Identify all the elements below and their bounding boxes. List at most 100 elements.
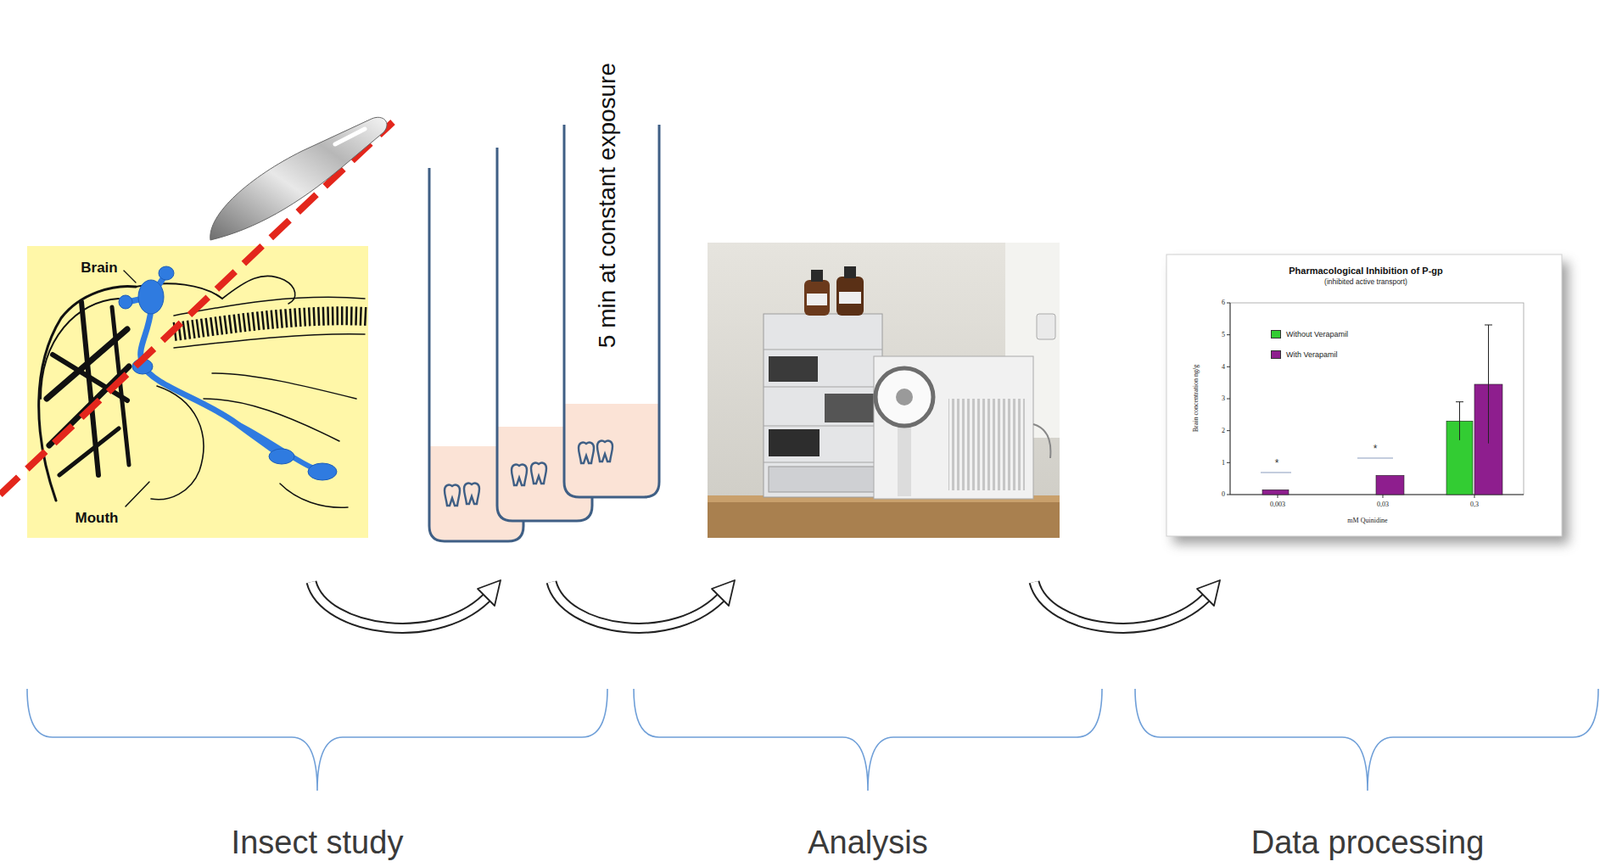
stage-brace: [27, 688, 1599, 791]
insect-head-drawing: [212, 373, 357, 399]
hplc-instrument-photo: [804, 279, 830, 316]
brain-and-nerve-cord: [118, 266, 337, 481]
error-bar: [1459, 402, 1461, 441]
stage-brace: [27, 688, 608, 791]
text-slot: Mouth: [75, 509, 119, 527]
axis-tick: [1226, 334, 1231, 336]
tube-liquid: [564, 403, 660, 498]
legend-swatch: [1270, 350, 1282, 359]
insect-head-sample: [597, 441, 613, 462]
stage-brace: [633, 688, 1103, 791]
flow-arrow: [1034, 581, 1210, 628]
error-bar: [1455, 324, 1493, 444]
cut-line: [0, 122, 393, 495]
brain-and-nerve-cord: [158, 266, 174, 280]
sample-tube: [531, 463, 547, 484]
axis-tick-label: 3: [1221, 394, 1226, 403]
axis-tick-label: 4: [1221, 363, 1226, 371]
text-slot: *: [1373, 443, 1378, 456]
specimen-panel: BrainMouth: [27, 246, 369, 538]
hplc-instrument-photo: [811, 269, 823, 282]
stage-brace: [1135, 688, 1599, 791]
hplc-instrument-photo: [844, 266, 856, 279]
text-slot: Data processing: [1251, 824, 1485, 862]
sample-tube: 5 min at constant exposure: [559, 20, 664, 501]
insect-head-drawing: [173, 315, 367, 332]
hplc-instrument-photo: [707, 498, 1060, 538]
text-slot: 0,3: [1470, 500, 1479, 509]
hplc-instrument-photo: [895, 388, 913, 406]
axis-tick: [1226, 398, 1231, 400]
text-slot: Brain: [80, 259, 118, 277]
hplc-instrument-photo: [763, 386, 883, 388]
bar-chart-plot: [1226, 302, 1524, 498]
legend-entry: With Verapamil: [1270, 350, 1338, 359]
text-slot: Brain concentration ng/g: [1191, 364, 1200, 433]
step-note: 5 min at constant exposure: [593, 62, 621, 348]
specimen-panel-fill: [27, 246, 369, 538]
hplc-instrument-photo: [836, 276, 864, 316]
axis-tick-label: 6: [1221, 298, 1226, 307]
insect-head-drawing: [59, 428, 119, 476]
brain-and-nerve-cord: [307, 463, 337, 481]
stage-label: Data processing: [1251, 824, 1485, 862]
axis-tick-label: 0,03: [1376, 500, 1389, 509]
flow-arrow: [1197, 580, 1220, 606]
flow-arrow: [311, 581, 491, 628]
text-slot: 0,003: [1269, 500, 1286, 509]
flow-arrow: [551, 581, 725, 628]
hplc-instrument-photo: [839, 291, 862, 304]
legend-label: With Verapamil: [1286, 350, 1338, 359]
leader-line: [125, 481, 150, 507]
flow-arrow: [477, 580, 501, 606]
chart-panel: Pharmacological Inhibition of P-gp(inhib…: [1166, 254, 1562, 537]
axis-tick: [1277, 494, 1279, 498]
hplc-instrument-photo: [824, 393, 876, 423]
axis-tick-label: 5: [1221, 330, 1226, 339]
text-slot: 2: [1221, 426, 1226, 435]
text-slot: *: [1275, 458, 1280, 470]
significance-mark: *: [1275, 458, 1280, 470]
scalpel: [335, 128, 365, 145]
anatomy-label: Mouth: [75, 509, 119, 527]
bar: [1376, 475, 1405, 495]
chart-title: Pharmacological Inhibition of P-gp: [1288, 265, 1444, 277]
axis-tick: [1382, 494, 1384, 498]
significance-line: [1260, 458, 1394, 473]
axis-tick-label: 1: [1221, 458, 1226, 467]
flow-arrow: [311, 581, 491, 628]
legend-label: Without Verapamil: [1286, 330, 1349, 339]
axis-tick: [1226, 302, 1231, 304]
axis-tick-label: 0,003: [1269, 500, 1286, 509]
chart-subtitle: (inhibited active transport): [1324, 278, 1408, 287]
hplc-instrument-photo: [768, 429, 820, 457]
text-slot: Insect study: [231, 824, 404, 862]
hplc-instrument-photo: [707, 242, 1060, 538]
axis-tick-label: 2: [1221, 426, 1226, 435]
insect-head-drawing: [279, 483, 348, 508]
hplc-instrument-photo: [763, 462, 883, 464]
stage-label: Analysis: [807, 824, 929, 862]
hplc-instrument-photo: [763, 425, 883, 427]
flow-arrow: [551, 581, 725, 628]
scalpel: [210, 117, 387, 241]
sample-tube: [464, 483, 480, 504]
axis-title: mM Quinidine: [1347, 516, 1388, 525]
flow-arrow: [1034, 581, 1210, 628]
axis-title: Brain concentration ng/g: [1191, 364, 1200, 433]
text-slot: 3: [1221, 394, 1226, 403]
legend-entry: Without Verapamil: [1270, 330, 1349, 339]
flow-arrow: [551, 580, 735, 628]
scalpel: [210, 117, 387, 241]
text-slot: 0: [1221, 490, 1226, 498]
leader-line: [123, 270, 136, 283]
sample-tube: [444, 485, 460, 506]
axis-tick-label: 0,3: [1470, 500, 1479, 509]
hplc-instrument-photo: [948, 398, 1025, 491]
bar-chart-plot: [1230, 302, 1524, 495]
hplc-instrument-photo: [768, 356, 818, 382]
flow-arrow: [711, 580, 735, 606]
